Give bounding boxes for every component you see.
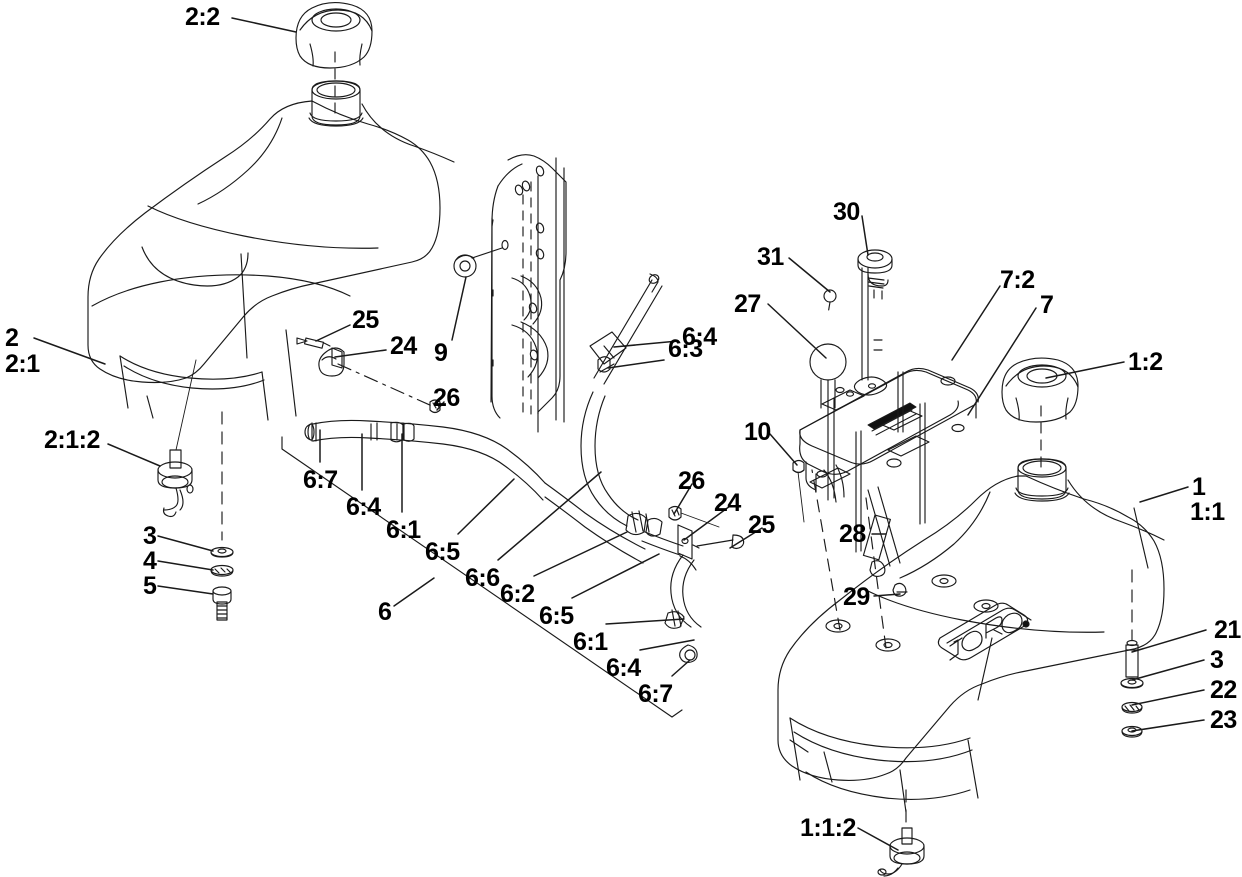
right-tank-drain-valve <box>877 827 925 877</box>
callout-2-1: 2:1 <box>5 350 40 378</box>
callout-6-4: 6:4 <box>606 654 641 682</box>
callout-6-6: 6:6 <box>465 564 500 592</box>
callout-21: 21 <box>1214 616 1241 644</box>
callout-25: 25 <box>352 306 379 334</box>
callout-6-1: 6:1 <box>573 628 608 656</box>
callout-6-4: 6:4 <box>682 323 717 351</box>
hose-clamp-upper <box>296 337 441 414</box>
fuel-gauge-plate <box>799 267 979 553</box>
right-fuel-tank <box>777 357 1165 813</box>
callout-22: 22 <box>1210 676 1237 704</box>
callout-23: 23 <box>1210 706 1237 734</box>
callout-31: 31 <box>757 243 784 271</box>
sender-rod <box>862 486 908 597</box>
right-tank-fastener-stack <box>1120 639 1144 738</box>
callout-7: 7 <box>1040 291 1054 319</box>
callout-6-5: 6:5 <box>539 602 574 630</box>
callout-3: 3 <box>143 522 157 550</box>
callout-3: 3 <box>1210 646 1224 674</box>
callout-24: 24 <box>390 332 417 360</box>
callout-1: 1 <box>1192 473 1206 501</box>
fuel-gauge-knob <box>857 249 893 351</box>
callout-4: 4 <box>143 547 157 575</box>
center-mount-bracket <box>453 154 567 433</box>
callout-6-7: 6:7 <box>303 466 338 494</box>
left-tank-fastener-stack <box>210 546 234 621</box>
callout-6-7: 6:7 <box>638 680 673 708</box>
callout-26: 26 <box>678 467 705 495</box>
callout-26: 26 <box>433 384 460 412</box>
callout-6-4: 6:4 <box>346 493 381 521</box>
callout-1-2: 1:2 <box>1128 348 1163 376</box>
callout-6: 6 <box>378 598 392 626</box>
left-fuel-cap <box>295 2 373 69</box>
callout-2-1-2: 2:1:2 <box>44 426 100 454</box>
right-fuel-cap <box>1001 357 1079 423</box>
callout-6-3: 6:3 <box>668 335 703 363</box>
callout-24: 24 <box>714 489 741 517</box>
callout-2: 2 <box>5 324 19 352</box>
gauge-small-parts <box>809 289 847 409</box>
callout-7-2: 7:2 <box>1000 266 1035 294</box>
callout-1-1: 1:1 <box>1190 498 1225 526</box>
toro-badge <box>937 602 1032 661</box>
plate-bolt-10 <box>792 459 805 523</box>
callout-6-2: 6:2 <box>500 580 535 608</box>
callout-6-5: 6:5 <box>425 538 460 566</box>
callout-10: 10 <box>744 418 771 446</box>
callout-2-2: 2:2 <box>185 3 220 31</box>
callout-1-1-2: 1:1:2 <box>800 814 856 842</box>
callout-leaders <box>33 17 1207 851</box>
callout-9: 9 <box>434 339 448 367</box>
callout-27: 27 <box>734 290 761 318</box>
callout-25: 25 <box>748 511 775 539</box>
callout-5: 5 <box>143 572 157 600</box>
callout-30: 30 <box>833 198 860 226</box>
callout-29: 29 <box>843 583 870 611</box>
left-tank-drain-valve <box>157 359 197 518</box>
callout-28: 28 <box>839 520 866 548</box>
fuel-hose-assembly <box>281 273 745 718</box>
callout-6-1: 6:1 <box>386 516 421 544</box>
